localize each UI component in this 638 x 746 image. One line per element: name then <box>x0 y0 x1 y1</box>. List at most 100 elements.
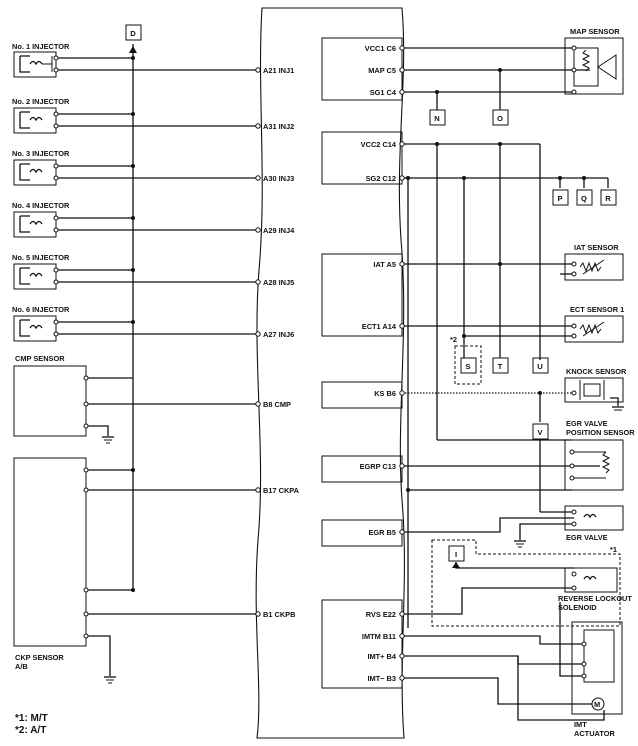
injector-label: No. 3 INJECTOR <box>12 149 70 158</box>
connector-p: P <box>557 194 562 203</box>
injector-group <box>13 51 258 342</box>
mt-footnote-mark: *1 <box>610 545 617 554</box>
injector-5 <box>13 263 258 290</box>
ect-sensor <box>402 315 624 343</box>
imt-actuator-label: IMT <box>574 720 587 729</box>
connector-n: N <box>434 114 439 123</box>
ecm-pin-label: B8 CMP <box>263 400 291 409</box>
ecm-pin-label: A31 INJ2 <box>263 122 294 131</box>
ckp-sensor-label: A/B <box>15 662 28 671</box>
connector-boxes <box>125 24 617 562</box>
knock-sensor <box>402 377 624 422</box>
map-drop-lines <box>435 68 502 110</box>
imt-actuator: M <box>402 602 623 721</box>
ecm-pin-label: IMTM B11 <box>362 632 396 641</box>
ecm-pin-label: A30 INJ3 <box>263 174 294 183</box>
ecm-pin-label: VCC1 C6 <box>365 44 396 53</box>
ground-icon <box>104 676 116 684</box>
egr-position-label: POSITION SENSOR <box>566 428 635 437</box>
resistor-icon <box>579 323 602 335</box>
iat-sensor <box>402 253 624 281</box>
ecm-pin-label: VCC2 C14 <box>361 140 397 149</box>
ect-sensor-label: ECT SENSOR 1 <box>570 305 624 314</box>
ecm-pin-label: ECT1 A14 <box>362 322 397 331</box>
injector-2 <box>13 107 258 134</box>
ecm-pin-label: EGR B5 <box>368 528 396 537</box>
connector-r: R <box>605 194 611 203</box>
resistor-icon <box>601 451 611 474</box>
ecm-pin-label: A28 INJ5 <box>263 278 294 287</box>
ground-icon <box>612 406 624 411</box>
knock-sensor-label: KNOCK SENSOR <box>566 367 627 376</box>
ecm-pin-label: B1 CKPB <box>263 610 295 619</box>
injector-label: No. 6 INJECTOR <box>12 305 70 314</box>
ecm-body <box>255 7 405 739</box>
at-dashed-box <box>454 345 482 385</box>
ecm-pin-label: IMT+ B4 <box>367 652 396 661</box>
ecm-pin-label: IMT− B3 <box>367 674 396 683</box>
injector-4 <box>13 211 258 238</box>
egr-valve <box>402 440 624 548</box>
coil-icon <box>583 575 597 581</box>
coil-icon <box>583 513 597 519</box>
reverse-lockout-label: REVERSE LOCKOUT <box>558 594 632 603</box>
coil-icon <box>29 220 43 226</box>
resistor-icon <box>579 261 602 273</box>
mt-dashed-region <box>402 539 621 627</box>
connector-v: V <box>537 428 543 437</box>
component-terminals <box>53 45 587 679</box>
coil-icon <box>29 168 43 174</box>
injector-3 <box>13 159 258 186</box>
map-sensor-label: MAP SENSOR <box>570 27 620 36</box>
ground-icon <box>514 540 526 548</box>
injector-6 <box>13 315 258 342</box>
connector-i: I <box>455 550 457 559</box>
connector-u: U <box>537 362 543 371</box>
injector-label: No. 4 INJECTOR <box>12 201 70 210</box>
at-footnote-mark: *2 <box>450 335 457 344</box>
egr-position-label: EGR VALVE <box>566 419 608 428</box>
egr-valve-label: EGR VALVE <box>566 533 608 542</box>
imt-actuator-label: ACTUATOR <box>574 729 615 738</box>
connector-t: T <box>498 362 503 371</box>
ckp-sensor-label: CKP SENSOR <box>15 653 64 662</box>
ecm-pin-label: A21 INJ1 <box>263 66 294 75</box>
egr-position-sensor <box>402 439 624 492</box>
ecm-pin-label: RVS E22 <box>366 610 396 619</box>
ecm-right-pin-labels: VCC1 C6 MAP C5 SG1 C4 VCC2 C14 SG2 C12 I… <box>360 44 397 683</box>
ecm-pin-label: B17 CKPA <box>263 486 300 495</box>
connector-q: Q <box>581 194 587 203</box>
coil-icon <box>29 324 43 330</box>
ecm-pin-label: EGRP C13 <box>360 462 396 471</box>
connector-d: D <box>130 29 136 38</box>
injector-label: No. 1 INJECTOR <box>12 42 70 51</box>
ecm-pin-label: IAT A5 <box>373 260 396 269</box>
power-rail-d <box>128 44 137 592</box>
injector-label: No. 2 INJECTOR <box>12 97 70 106</box>
ecm-pin-label: SG1 C4 <box>370 88 397 97</box>
ecm-right-terminals <box>399 45 405 681</box>
cmp-sensor <box>13 365 258 444</box>
ecm-pin-label: A27 INJ6 <box>263 330 294 339</box>
ecm-pin-label: MAP C5 <box>368 66 396 75</box>
svg-text:M: M <box>594 700 600 709</box>
reverse-lockout-label: SOLENOID <box>558 603 597 612</box>
ecm-pin-label: A29 INJ4 <box>263 226 295 235</box>
injector-1 <box>13 51 258 78</box>
injector-label: No. 5 INJECTOR <box>12 253 70 262</box>
connector-s: S <box>465 362 470 371</box>
ecm-left-terminals <box>255 67 261 617</box>
iat-sensor-label: IAT SENSOR <box>574 243 619 252</box>
coil-icon <box>29 116 43 122</box>
sensor-rails <box>402 142 609 628</box>
coil-icon <box>29 272 43 278</box>
cmp-sensor-label: CMP SENSOR <box>15 354 65 363</box>
footnote: *1: M/T <box>15 713 48 724</box>
footnote: *2: A/T <box>15 725 46 736</box>
resistor-icon <box>581 49 591 72</box>
coil-icon <box>29 60 43 66</box>
map-sensor <box>402 37 624 95</box>
ecm-pin-label: KS B6 <box>374 389 396 398</box>
ckp-sensor <box>13 457 258 684</box>
